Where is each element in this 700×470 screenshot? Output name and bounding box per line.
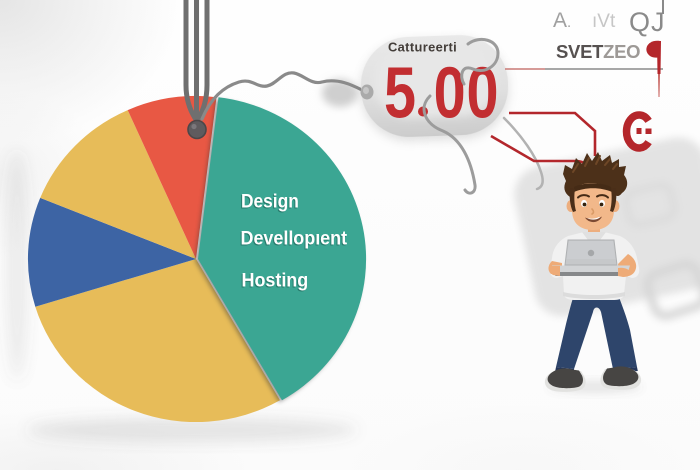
svg-text:A.: A. — [553, 9, 571, 32]
svg-text:Cattureerti: Cattureerti — [388, 39, 457, 54]
svg-text:Design: Design — [241, 190, 299, 212]
svg-text:SVETZEO: SVETZEO — [556, 41, 640, 62]
svg-text:ıVt: ıVt — [592, 11, 616, 32]
svg-text:QJ: QJ — [629, 7, 666, 37]
svg-text:Hosting: Hosting — [242, 269, 309, 291]
svg-text:Devellopıent: Devellopıent — [241, 227, 348, 249]
svg-text:5 00: 5 00 — [384, 52, 499, 133]
